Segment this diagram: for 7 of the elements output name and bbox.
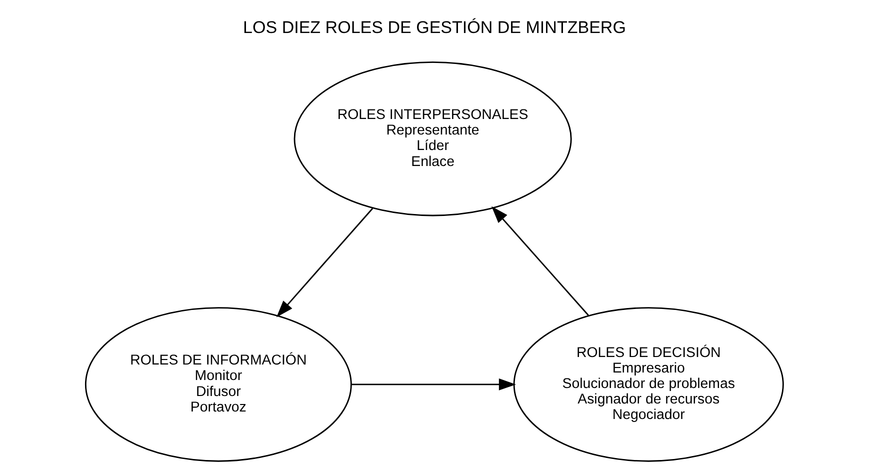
node-ellipse: ROLES DE DECISIÓN Empresario Solucionador de problemas Asignador de recursos Negociador: [513, 307, 784, 462]
arrow: [276, 208, 374, 318]
arrow: [351, 378, 516, 390]
node-ellipse: ROLES DE INFORMACIÓN Monitor Difusor Portavoz: [84, 307, 352, 462]
node-ellipse: ROLES INTERPERSONALES Representante Líder Enlace: [294, 61, 572, 216]
arrow: [491, 206, 589, 316]
diagram-title: LOS DIEZ ROLES DE GESTIÓN DE MINTZBERG: [243, 18, 626, 38]
